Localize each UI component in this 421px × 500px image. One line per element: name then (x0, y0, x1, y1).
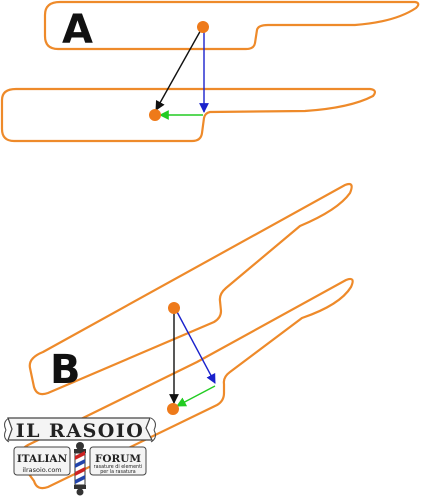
arrow-black-a (155, 27, 203, 111)
panel-label-b: B (50, 347, 81, 393)
logo-banner (7, 417, 153, 441)
logo-website: ilrasoio.com (22, 466, 61, 474)
panel-b: B (17, 182, 354, 490)
pivot-point-a-bottom (149, 109, 161, 121)
logo-title: IL RASOIO (16, 420, 145, 442)
panel-label-a: A (62, 7, 93, 53)
panel-a: A (0, 0, 420, 143)
arrow-green-b (176, 385, 216, 407)
razor-outline-b-closed (28, 182, 353, 396)
logo-right-word: FORUM (95, 453, 141, 465)
arrow-blue-b (175, 309, 216, 384)
pivot-point-b-top (168, 302, 180, 314)
logo-left-plaque (13, 446, 71, 476)
logo-right-plaque (89, 446, 147, 476)
barber-pole-icon (74, 442, 86, 496)
logo-flourish-right (150, 417, 156, 443)
il-rasoio-logo: IL RASOIO ITALIAN ilrasoio.com FORUM ras… (4, 417, 156, 496)
logo-tagline-line1: rasature di elementi (94, 464, 143, 470)
pivot-point-b-bottom (167, 403, 179, 415)
logo-left-word: ITALIAN (17, 453, 68, 465)
razor-outline-a-closed (43, 0, 420, 51)
logo-tagline-line2: per la rasatura (100, 469, 136, 475)
logo-flourish-left (4, 417, 10, 443)
razor-outline-a-open (0, 87, 377, 143)
pivot-point-a-top (197, 21, 209, 33)
